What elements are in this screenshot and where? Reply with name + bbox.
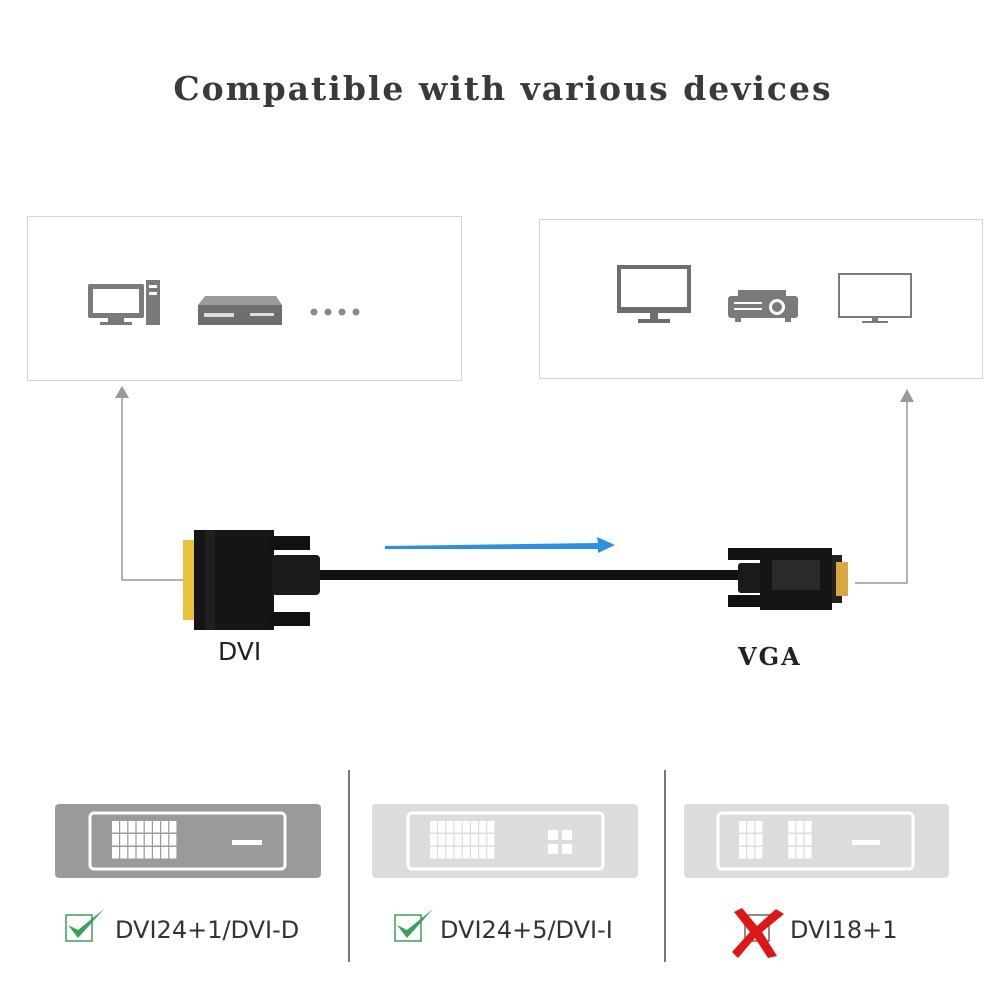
pin [462,847,470,859]
vga-connector [728,548,848,610]
compat-label: DVI24+5/DVI-I [440,916,613,944]
pin [487,847,495,859]
compat-label: DVI18+1 [790,916,897,944]
pin [136,834,144,846]
dvi-label: DVI [218,637,261,666]
pin [747,821,755,833]
pin [112,821,119,833]
page-title: Compatible with various devices [173,69,832,108]
pin [438,834,446,846]
dvd-player-icon [198,296,282,325]
pin [169,821,177,833]
pin [471,834,478,846]
pin [120,821,128,833]
pin [462,821,470,833]
pin [161,834,169,846]
dvi-to-vga-cable [183,530,848,630]
display-arrow [855,389,914,584]
pin [804,834,812,846]
pin [454,847,462,859]
pin [747,834,755,846]
pin [153,834,160,846]
pin [144,821,152,833]
pin [144,847,152,859]
pin [446,847,454,859]
pin [471,847,478,859]
pin [446,834,454,846]
pin [462,834,470,846]
pin [788,847,796,859]
dvi-connector [183,530,320,630]
direction-arrow [385,537,615,553]
source-arrow [115,386,183,581]
display-devices-box [539,219,983,379]
pin [755,834,763,846]
pin [136,847,144,859]
pin [796,847,804,859]
pin [128,847,136,859]
pin [144,834,152,846]
cross-icon [732,908,784,958]
pin [796,834,804,846]
source-devices-box [27,216,462,381]
computer-icon [88,280,160,325]
compat-item-dvi-18-1: DVI18+1 [732,908,897,958]
pin [454,834,462,846]
pin [479,834,487,846]
pin [112,834,119,846]
dvi-i-connector-diagram [372,804,638,878]
tv-icon [838,273,912,323]
pin [487,821,495,833]
dvi-d-connector-diagram [55,804,321,878]
pin [169,834,177,846]
more-dots-icon [310,308,360,316]
vga-label: VGA [737,642,802,671]
pin [120,834,128,846]
pin [161,821,169,833]
pin [430,821,437,833]
pin [804,847,812,859]
dvi-18-1-connector-diagram [684,804,949,878]
pin [120,847,128,859]
pin [153,821,160,833]
monitor-icon [617,265,691,323]
pin [479,821,487,833]
pin [161,847,169,859]
pin [430,847,437,859]
pin [755,847,763,859]
pin [112,847,119,859]
pin [128,834,136,846]
pin [479,847,487,859]
pin [739,847,746,859]
pin [747,847,755,859]
pin [755,821,763,833]
pin [438,821,446,833]
pin [804,821,812,833]
pin [430,834,437,846]
pin [128,821,136,833]
projector-icon [728,290,798,322]
pin [454,821,462,833]
compat-item-dvi-d: DVI24+1/DVI-D [65,909,299,944]
check-icon [65,909,104,942]
pin [739,821,746,833]
pin [438,847,446,859]
compat-label: DVI24+1/DVI-D [115,916,299,944]
pin [788,834,796,846]
pin [788,821,796,833]
pin [471,821,478,833]
pin [487,834,495,846]
pin [169,847,177,859]
pin [153,847,160,859]
compat-item-dvi-i: DVI24+5/DVI-I [394,909,613,944]
pin [136,821,144,833]
pin [739,834,746,846]
check-icon [394,909,433,942]
pin [796,821,804,833]
pin [446,821,454,833]
